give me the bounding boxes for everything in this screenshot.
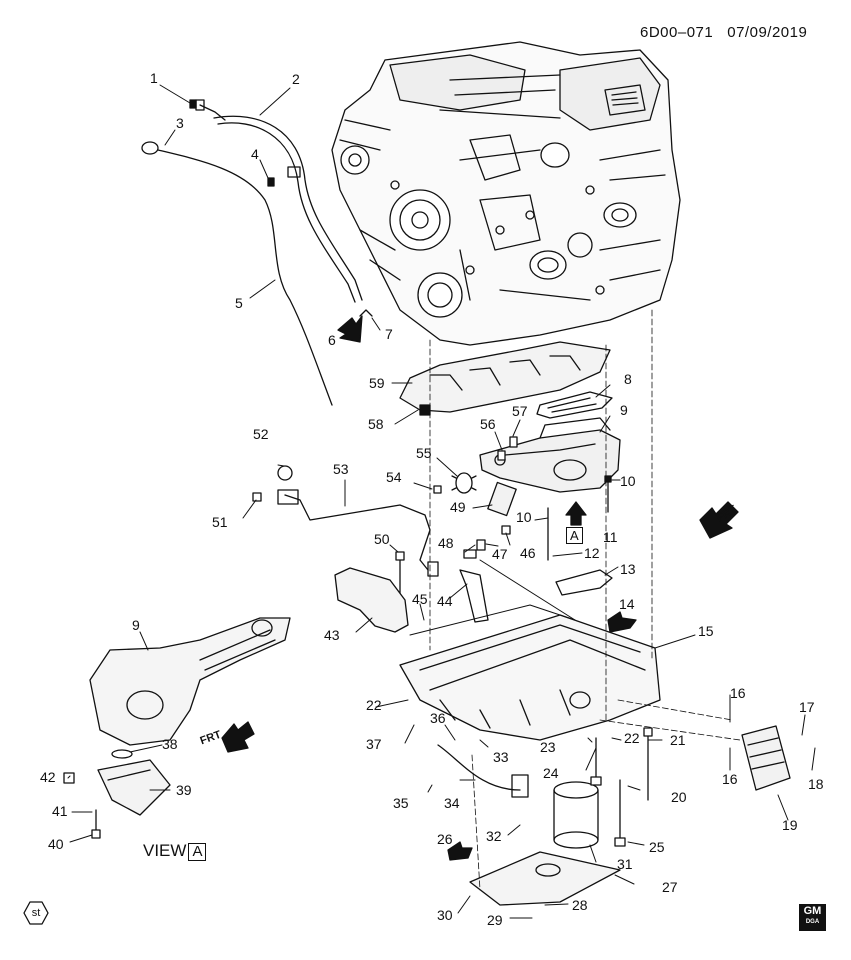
tube-44 [459, 569, 489, 623]
callout-22: 22 [366, 697, 382, 713]
callout-9: 9 [620, 402, 628, 418]
engine-assembly [331, 41, 681, 346]
callout-27: 27 [662, 879, 678, 895]
callout-25: 25 [649, 839, 665, 855]
callout-4: 4 [251, 146, 259, 162]
arrow-a-icon [565, 501, 587, 526]
callout-46: 46 [520, 545, 536, 561]
sensor-harness [277, 465, 517, 577]
view-a-box: A [188, 843, 207, 861]
callout-3: 3 [176, 115, 184, 131]
dipstick-group [141, 99, 373, 406]
callout-48: 48 [438, 535, 454, 551]
callout-23: 23 [540, 739, 556, 755]
callout-31: 31 [617, 856, 633, 872]
callout-30: 30 [437, 907, 453, 923]
callout-52: 52 [253, 426, 269, 442]
callout-47: 47 [492, 546, 508, 562]
sensor-32 [511, 774, 529, 798]
callout-2: 2 [292, 71, 300, 87]
callout-11: 11 [603, 529, 618, 545]
callout-1: 1 [150, 70, 158, 86]
callout-37: 37 [366, 736, 382, 752]
callout-7: 7 [385, 326, 393, 342]
alignment-lines [429, 309, 741, 891]
arrow-14-icon [607, 611, 637, 633]
view-a-detail [63, 617, 291, 839]
callout-13: 13 [620, 561, 636, 577]
callout-53: 53 [333, 461, 349, 477]
oil-cooler-19 [741, 725, 791, 791]
callout-56: 56 [480, 416, 496, 432]
callout-21: 21 [670, 732, 686, 748]
callout-33: 33 [493, 749, 509, 765]
callout-10: 10 [620, 473, 636, 489]
callout-44: 44 [437, 593, 453, 609]
callout-57: 57 [512, 403, 528, 419]
callout-41: 41 [52, 803, 68, 819]
bracket-43 [334, 567, 409, 633]
callout-24: 24 [543, 765, 559, 781]
callout-55: 55 [416, 445, 432, 461]
callout-38: 38 [162, 736, 178, 752]
callout-59: 59 [369, 375, 385, 391]
lower-pan-27 [469, 851, 621, 906]
oil-filter-31 [553, 781, 599, 849]
callout-54: 54 [386, 469, 402, 485]
callout-29: 29 [487, 912, 503, 928]
st-hexagon-icon [23, 901, 49, 925]
callout-17: 17 [799, 699, 815, 715]
callout-39: 39 [176, 782, 192, 798]
gasket-8 [536, 391, 613, 419]
callout-43: 43 [324, 627, 340, 643]
callout-40: 40 [48, 836, 64, 852]
gear-55 [451, 472, 477, 494]
callout-51: 51 [212, 514, 228, 530]
view-a-marker: A [566, 527, 583, 544]
callout-28: 28 [572, 897, 588, 913]
callout-16-b: 16 [722, 771, 738, 787]
frt-arrow-view-icon [221, 721, 255, 753]
callout-6: 6 [328, 332, 336, 348]
callout-14: 14 [619, 596, 635, 612]
callout-20: 20 [671, 789, 687, 805]
callout-22-b: 22 [624, 730, 640, 746]
callout-5: 5 [235, 295, 243, 311]
baffle-59 [399, 341, 611, 416]
callout-35: 35 [393, 795, 409, 811]
callout-50: 50 [374, 531, 390, 547]
callout-34: 34 [444, 795, 460, 811]
gasket-13 [555, 569, 613, 596]
oil-pan-15 [399, 614, 661, 741]
frt-arrow-right-icon [699, 501, 739, 539]
callout-8: 8 [624, 371, 632, 387]
gm-logo: GM DGA [799, 904, 826, 931]
diagram-header: 6D00–071 07/09/2019 [640, 24, 807, 41]
diagram-date: 07/09/2019 [727, 24, 808, 41]
callout-58: 58 [368, 416, 384, 432]
leader-lines [67, 84, 816, 919]
callout-10-b: 10 [516, 509, 532, 525]
arrow-26-icon [447, 841, 473, 861]
callout-15: 15 [698, 623, 714, 639]
callout-26: 26 [437, 831, 453, 847]
callout-18: 18 [808, 776, 824, 792]
arrow-6-icon [337, 315, 363, 343]
callout-49: 49 [450, 499, 466, 515]
callout-36: 36 [430, 710, 446, 726]
callout-16: 16 [730, 685, 746, 701]
st-logo: st [31, 907, 41, 919]
callout-45: 45 [412, 591, 428, 607]
callout-12: 12 [584, 545, 600, 561]
callout-32: 32 [486, 828, 502, 844]
callout-9-view: 9 [132, 617, 140, 633]
callout-19: 19 [782, 817, 798, 833]
diagram-code: 6D00–071 [640, 24, 714, 41]
callout-42: 42 [40, 769, 56, 785]
